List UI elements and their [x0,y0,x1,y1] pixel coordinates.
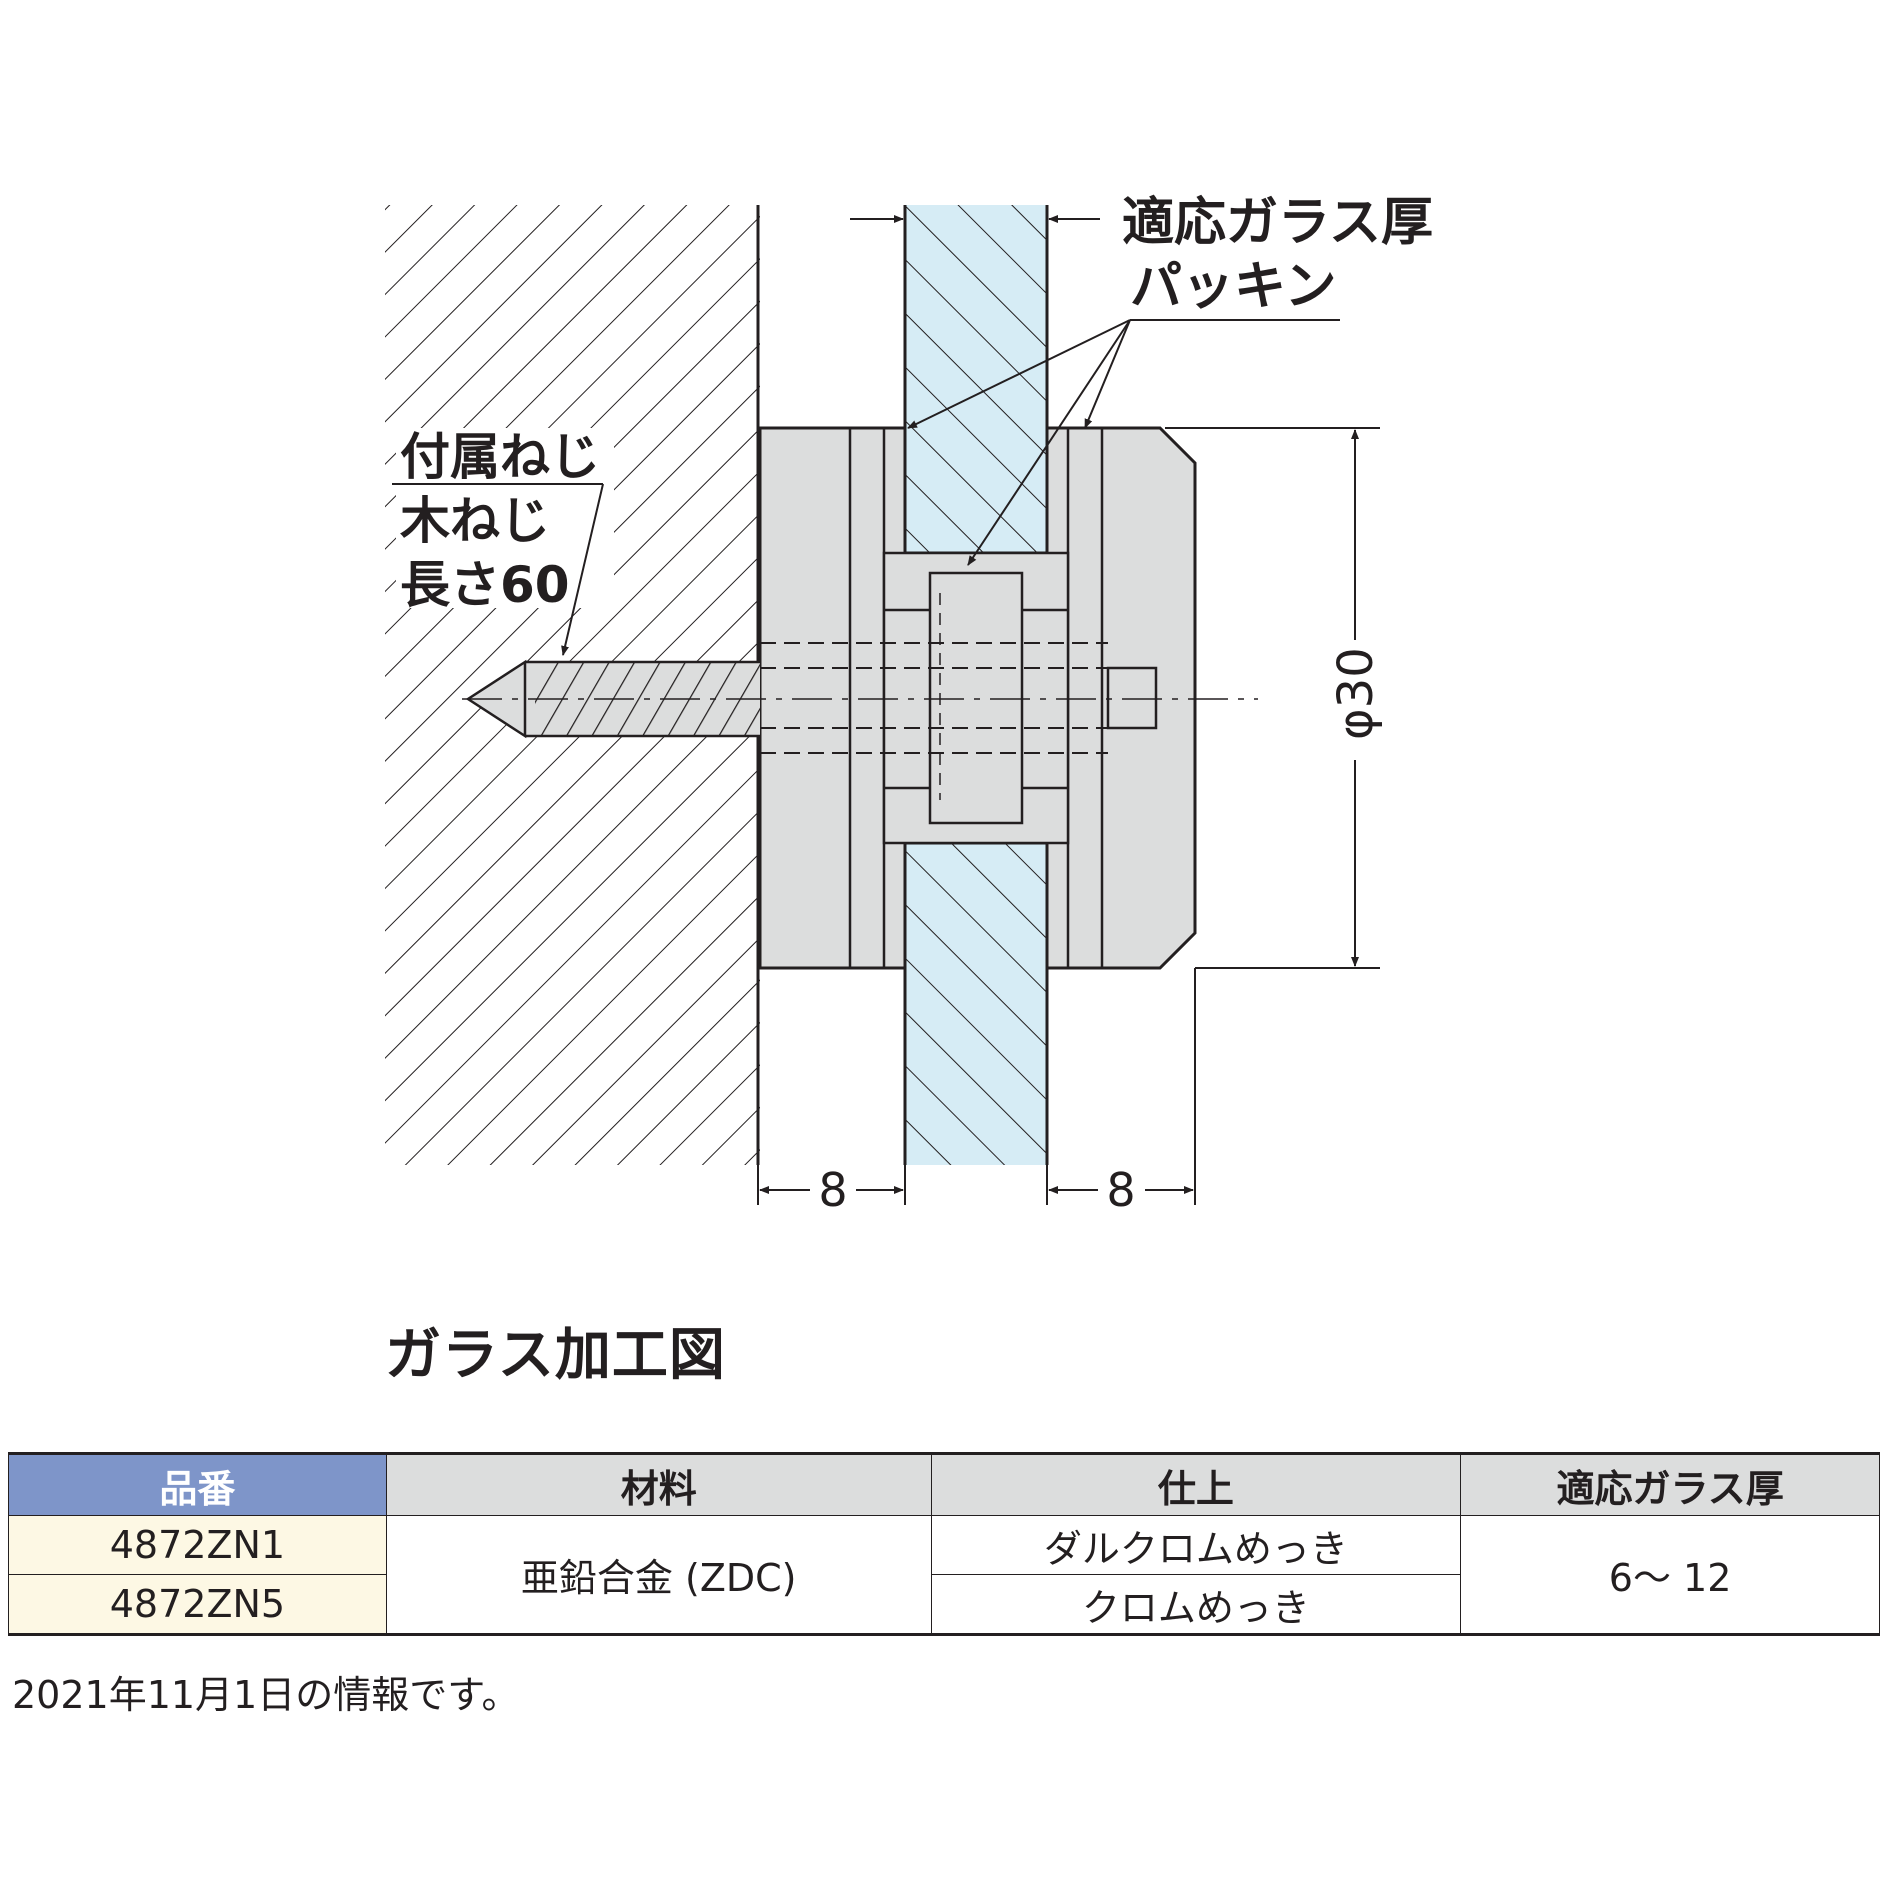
right-gap-label: 8 [1106,1163,1135,1217]
screw-label-backdrop [396,428,614,608]
screw-label-type: 木ねじ [400,492,550,550]
header-glass-thickness: 適応ガラス厚 [1460,1453,1880,1516]
part-number-cell: 4872ZN5 [8,1574,387,1635]
table-row: 4872ZN1 亜鉛合金 (ZDC) ダルクロムめっき 6～ 12 [8,1515,1880,1635]
screw-label-length: 長さ60 [400,556,570,614]
header-material: 材料 [385,1453,932,1516]
screw-leader-diagonal [561,483,604,656]
finish-cell: クロムめっき [930,1574,1462,1635]
finish-cell: ダルクロムめっき [930,1515,1462,1575]
info-date-note: 2021年11月1日の情報です。 [12,1673,520,1717]
glass-thickness-cell: 6～ 12 [1460,1515,1880,1635]
packing-leader [907,319,1340,566]
gap-dimensions [757,968,1196,1205]
part-number-cell: 4872ZN1 [8,1515,387,1575]
header-finish: 仕上 [930,1453,1462,1516]
figure-caption: ガラス加工図 [385,1323,726,1388]
spec-table-header-row: 品番 材料 仕上 適応ガラス厚 [8,1453,1880,1516]
material-cell: 亜鉛合金 (ZDC) [385,1515,932,1635]
fitting-body [758,426,1197,970]
header-part-number: 品番 [8,1453,387,1516]
glass-fitting-cross-section-drawing: 適応ガラス厚 パッキン 付属ねじ 木ねじ 長さ60 φ30 8 8 [385,193,1433,1217]
diameter-dimension [1165,427,1380,969]
diameter-label: φ30 [1328,647,1384,740]
glass-panel-upper [903,205,1049,555]
packing-label: パッキン [1130,257,1336,317]
glass-thickness-label: 適応ガラス厚 [1122,193,1433,253]
left-gap-label: 8 [818,1163,847,1217]
glass-panel-lower [903,841,1049,1165]
table-row: 4872ZN5 クロムめっき [8,1574,1880,1635]
spec-table: 品番 材料 仕上 適応ガラス厚 4872ZN1 亜鉛合金 (ZDC) ダルクロム… [8,1452,1880,1636]
screw-label-accessory: 付属ねじ [400,428,600,486]
